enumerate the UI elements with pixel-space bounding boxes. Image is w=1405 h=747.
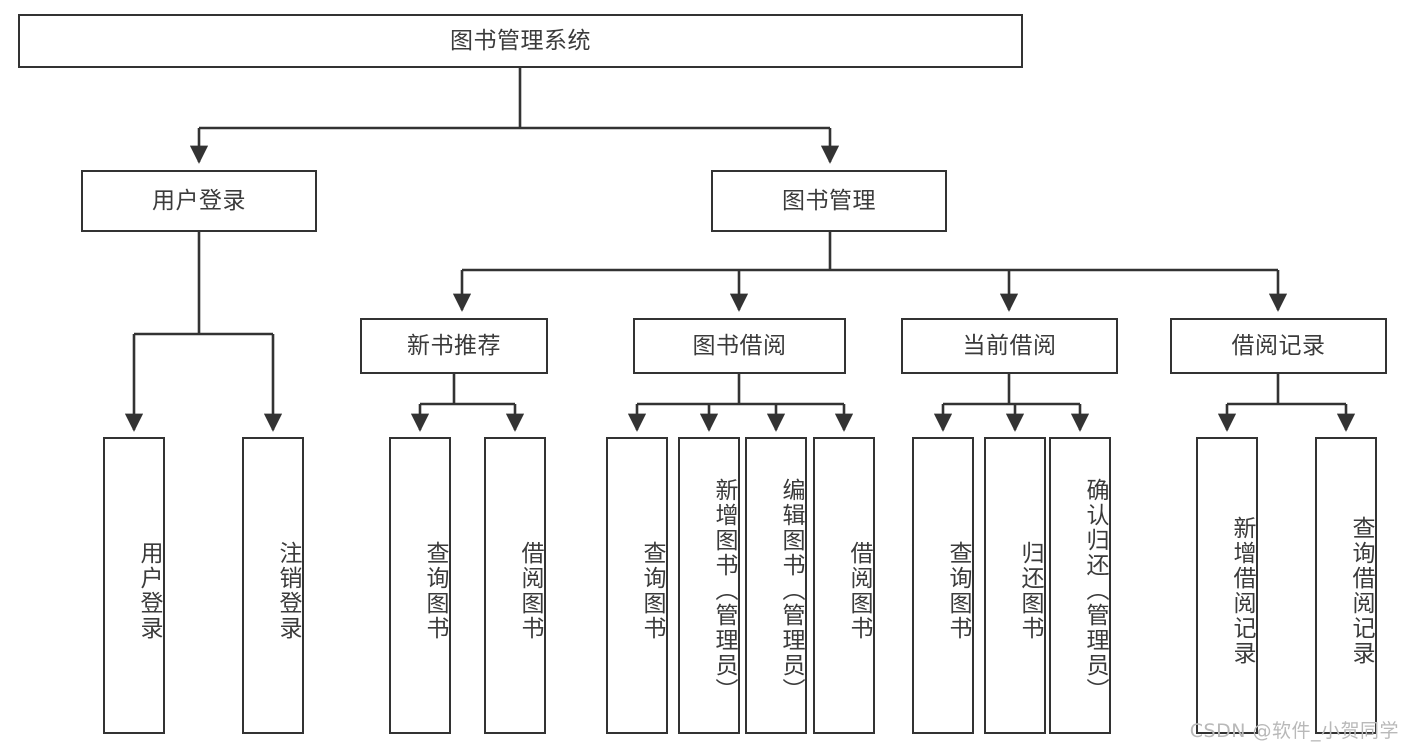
- leaf-add-book-admin[interactable]: 新增图书（管理员）: [678, 437, 740, 734]
- leaf-user-login-label: 用户登录: [136, 540, 162, 641]
- leaf-return-book-label: 归还图书: [1017, 540, 1043, 641]
- node-book-borrow-label: 图书借阅: [692, 332, 787, 359]
- node-user-login-label: 用户登录: [152, 187, 246, 214]
- leaf-query-book-borrow-label: 查询图书: [639, 540, 665, 641]
- leaf-borrow-book-new[interactable]: 借阅图书: [484, 437, 546, 734]
- leaf-add-borrow-record[interactable]: 新增借阅记录: [1196, 437, 1258, 734]
- leaf-query-book-current-label: 查询图书: [945, 540, 971, 641]
- node-book-management[interactable]: 图书管理: [711, 170, 947, 232]
- leaf-borrow-book-new-label: 借阅图书: [517, 540, 543, 641]
- leaf-edit-book-admin-label: 编辑图书（管理员）: [778, 478, 804, 703]
- leaf-return-book[interactable]: 归还图书: [984, 437, 1046, 734]
- leaf-query-book-new-label: 查询图书: [422, 540, 448, 641]
- leaf-lend-book[interactable]: 借阅图书: [813, 437, 875, 734]
- leaf-logout-label: 注销登录: [275, 540, 301, 641]
- node-root[interactable]: 图书管理系统: [18, 14, 1023, 68]
- node-user-login[interactable]: 用户登录: [81, 170, 317, 232]
- leaf-add-borrow-record-label: 新增借阅记录: [1229, 515, 1255, 666]
- node-current-borrow-label: 当前借阅: [962, 332, 1057, 359]
- node-new-book-recommend[interactable]: 新书推荐: [360, 318, 548, 374]
- leaf-add-book-admin-label: 新增图书（管理员）: [711, 478, 737, 703]
- watermark-text: CSDN @软件_小贺同学: [1189, 720, 1399, 742]
- leaf-query-borrow-record-label: 查询借阅记录: [1348, 515, 1374, 666]
- node-book-borrow[interactable]: 图书借阅: [633, 318, 846, 374]
- node-new-book-recommend-label: 新书推荐: [407, 332, 501, 359]
- leaf-user-login[interactable]: 用户登录: [103, 437, 165, 734]
- node-book-management-label: 图书管理: [782, 187, 876, 214]
- leaf-query-book-new[interactable]: 查询图书: [389, 437, 451, 734]
- node-borrow-records[interactable]: 借阅记录: [1170, 318, 1387, 374]
- leaf-confirm-return-admin[interactable]: 确认归还（管理员）: [1049, 437, 1111, 734]
- node-root-label: 图书管理系统: [450, 27, 591, 54]
- leaf-lend-book-label: 借阅图书: [846, 540, 872, 641]
- node-borrow-records-label: 借阅记录: [1231, 332, 1326, 359]
- leaf-edit-book-admin[interactable]: 编辑图书（管理员）: [745, 437, 807, 734]
- node-current-borrow[interactable]: 当前借阅: [901, 318, 1118, 374]
- leaf-query-book-borrow[interactable]: 查询图书: [606, 437, 668, 734]
- leaf-logout[interactable]: 注销登录: [242, 437, 304, 734]
- leaf-confirm-return-admin-label: 确认归还（管理员）: [1082, 478, 1108, 703]
- leaf-query-borrow-record[interactable]: 查询借阅记录: [1315, 437, 1377, 734]
- leaf-query-book-current[interactable]: 查询图书: [912, 437, 974, 734]
